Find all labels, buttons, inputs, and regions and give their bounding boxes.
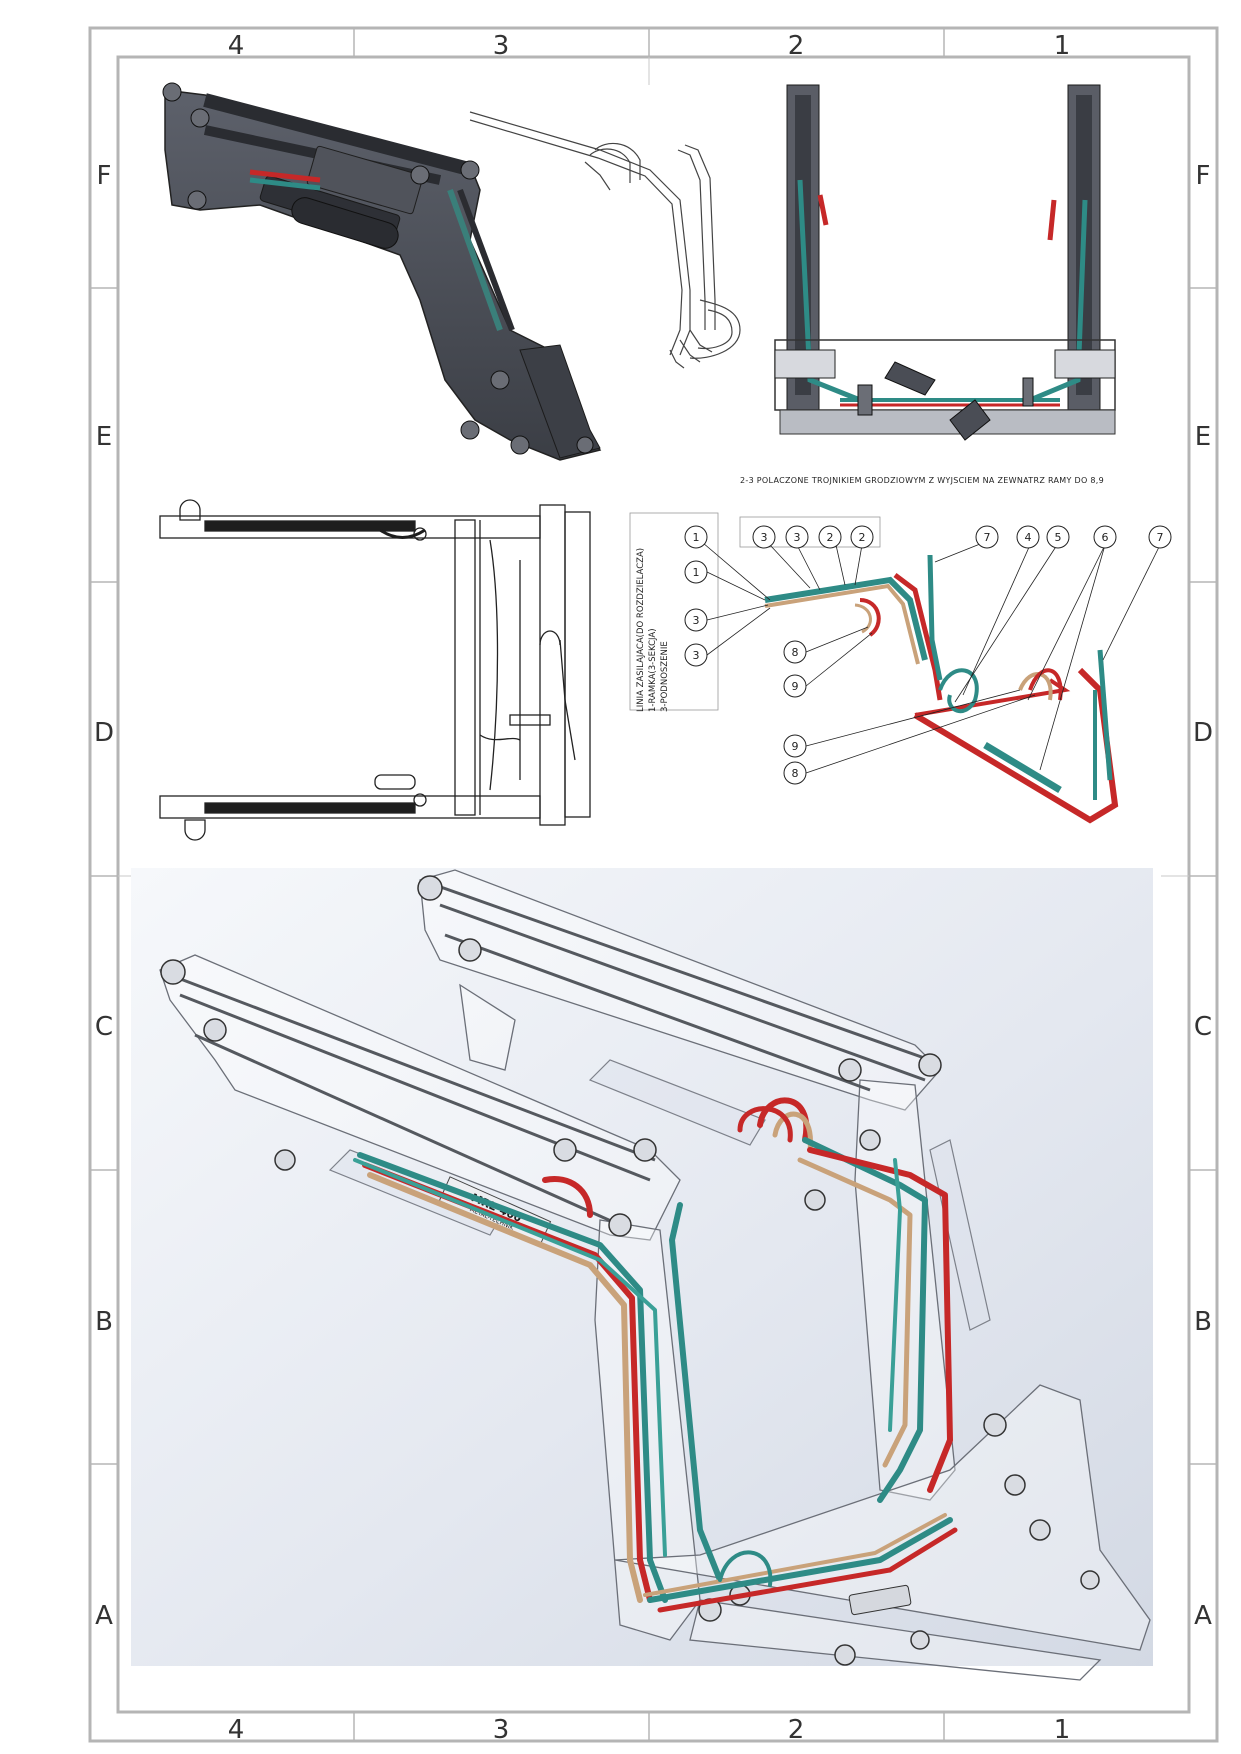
col-label-bottom: 4 — [228, 1715, 245, 1745]
side-view-loader-arm — [162, 82, 602, 461]
col-label-bottom: 1 — [1054, 1715, 1071, 1745]
row-label-left: C — [95, 1012, 113, 1042]
balloon: 7 — [1148, 525, 1172, 549]
balloon: 7 — [975, 525, 999, 549]
row-label-right: F — [1196, 161, 1211, 191]
row-label-left: A — [95, 1601, 113, 1631]
row-label-right: C — [1194, 1012, 1212, 1042]
balloon: 3 — [684, 643, 708, 667]
svg-text:3: 3 — [693, 614, 700, 627]
balloons: 1 1 3 3 3 3 2 2 8 9 7 4 5 6 7 9 8 — [684, 525, 1172, 785]
row-label-right: B — [1194, 1307, 1212, 1337]
col-label-top: 4 — [228, 31, 245, 61]
balloon: 9 — [783, 734, 807, 758]
row-label-right: E — [1195, 422, 1211, 452]
svg-text:8: 8 — [792, 767, 799, 780]
svg-text:4: 4 — [1025, 531, 1032, 544]
svg-text:2: 2 — [827, 531, 834, 544]
routing-note: 2-3 POLACZONE TROJNIKIEM GRODZIOWYM Z WY… — [740, 476, 1104, 485]
zone-labels: 4 3 2 1 4 3 2 1 F E D C B A F E D C B A — [94, 31, 1213, 1745]
col-label-top: 2 — [788, 31, 805, 61]
balloon: 8 — [783, 761, 807, 785]
balloon: 3 — [752, 525, 776, 549]
sheet-border — [88, 26, 1219, 1743]
svg-text:1: 1 — [693, 531, 700, 544]
svg-text:2: 2 — [859, 531, 866, 544]
row-label-left: B — [95, 1307, 113, 1337]
svg-text:8: 8 — [792, 646, 799, 659]
row-label-left: D — [94, 718, 114, 748]
top-view-loader — [159, 499, 591, 841]
balloon: 5 — [1046, 525, 1070, 549]
col-label-top: 3 — [493, 31, 510, 61]
balloon: 2 — [818, 525, 842, 549]
row-label-left: E — [96, 422, 112, 452]
row-label-left: F — [97, 161, 112, 191]
svg-text:3: 3 — [693, 649, 700, 662]
balloon: 3 — [785, 525, 809, 549]
row-label-right: D — [1193, 718, 1213, 748]
svg-text:9: 9 — [792, 740, 799, 753]
front-view-loader-frame — [774, 84, 1116, 441]
balloon: 4 — [1016, 525, 1040, 549]
svg-text:1: 1 — [693, 566, 700, 579]
balloon: 6 — [1093, 525, 1117, 549]
supply-line-legend: LINIA ZASILAJACA(DO ROZDZIELACZA) 1-RAMK… — [636, 548, 670, 712]
svg-text:3: 3 — [761, 531, 768, 544]
iso-render-view: MRL-400 METAL-TECHNIK — [131, 868, 1153, 1681]
legend-line-3: 3-PODNOSZENIE — [660, 641, 670, 712]
balloon: 1 — [684, 560, 708, 584]
svg-text:5: 5 — [1055, 531, 1062, 544]
balloon: 2 — [850, 525, 874, 549]
svg-text:7: 7 — [1157, 531, 1164, 544]
svg-text:3: 3 — [794, 531, 801, 544]
hose-wireframe-view — [469, 111, 741, 369]
col-label-bottom: 2 — [788, 1715, 805, 1745]
col-label-top: 1 — [1054, 31, 1071, 61]
col-label-bottom: 3 — [493, 1715, 510, 1745]
svg-text:7: 7 — [984, 531, 991, 544]
balloon: 1 — [684, 525, 708, 549]
svg-text:6: 6 — [1102, 531, 1109, 544]
svg-text:9: 9 — [792, 680, 799, 693]
balloon: 9 — [783, 674, 807, 698]
legend-line-2: 1-RAMKA(3-SEKCJA) — [648, 628, 658, 712]
hose-iso-view — [629, 512, 1161, 824]
row-label-right: A — [1194, 1601, 1212, 1631]
balloon: 8 — [783, 640, 807, 664]
balloon: 3 — [684, 608, 708, 632]
legend-line-1: LINIA ZASILAJACA(DO ROZDZIELACZA) — [636, 548, 646, 712]
